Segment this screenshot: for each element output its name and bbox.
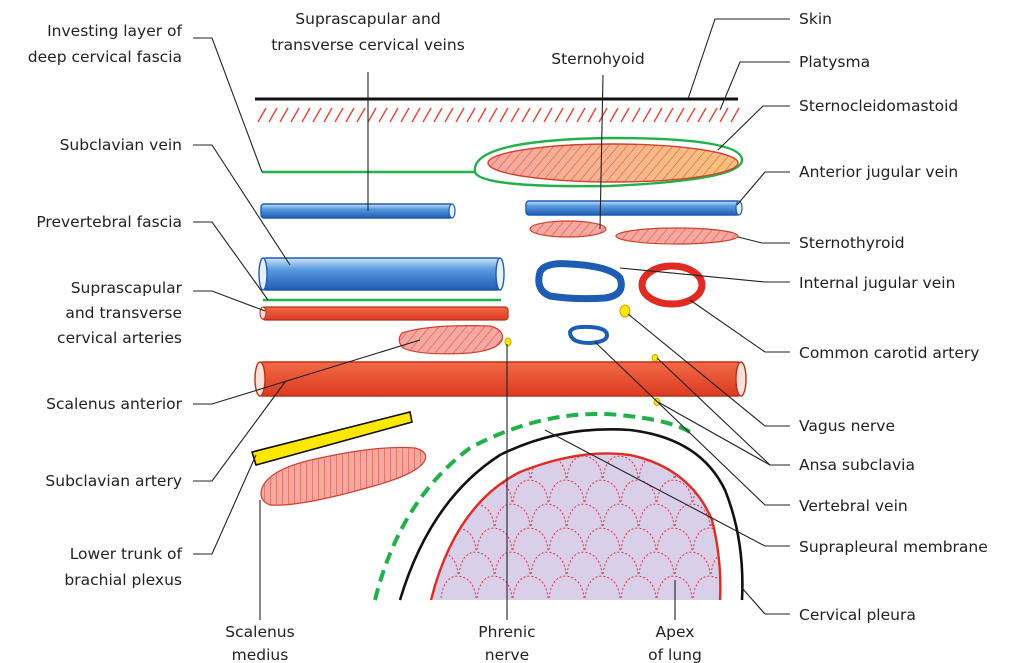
label-lower-trunk: Lower trunk of brachial plexus — [64, 545, 182, 589]
svg-text:Scalenus: Scalenus — [225, 623, 294, 641]
label-suprascapular-veins: Suprascapular and transverse cervical ve… — [271, 10, 465, 54]
label-ansa-subclavia: Ansa subclavia — [799, 456, 915, 474]
label-subclavian-vein: Subclavian vein — [60, 136, 182, 154]
sternocleidomastoid-hatch — [488, 144, 738, 182]
svg-text:deep cervical fascia: deep cervical fascia — [28, 48, 182, 66]
sternohyoid-muscle — [530, 221, 606, 237]
label-suprascapular-arteries: Suprascapular and transverse cervical ar… — [57, 279, 183, 347]
label-sternohyoid: Sternohyoid — [551, 50, 644, 68]
label-suprapleural-membrane: Suprapleural membrane — [799, 538, 988, 556]
scalenus-anterior-muscle — [399, 326, 502, 354]
platysma-layer — [258, 108, 739, 122]
label-internal-jugular-vein: Internal jugular vein — [799, 274, 955, 292]
svg-text:Suprascapular and: Suprascapular and — [295, 10, 440, 28]
label-apex-of-lung: Apex of lung — [648, 623, 702, 663]
suprascapular-veins — [261, 204, 455, 218]
internal-jugular-vein — [539, 264, 622, 299]
phrenic-nerve-dot — [505, 338, 511, 346]
svg-text:cervical arteries: cervical arteries — [57, 329, 182, 347]
svg-text:and transverse: and transverse — [65, 304, 182, 322]
svg-text:Lower trunk of: Lower trunk of — [70, 545, 183, 563]
label-vertebral-vein: Vertebral vein — [799, 497, 908, 515]
svg-text:Phrenic: Phrenic — [478, 623, 535, 641]
label-common-carotid-artery: Common carotid artery — [799, 344, 979, 362]
svg-text:of lung: of lung — [648, 646, 702, 663]
label-vagus-nerve: Vagus nerve — [799, 417, 895, 435]
label-phrenic-nerve: Phrenic nerve — [478, 623, 535, 663]
svg-text:nerve: nerve — [485, 646, 529, 663]
label-scalenus-medius: Scalenus medius — [225, 623, 294, 663]
label-sternocleidomastoid: Sternocleidomastoid — [799, 97, 958, 115]
subclavian-artery — [255, 362, 746, 396]
label-platysma: Platysma — [799, 53, 870, 71]
svg-text:transverse cervical veins: transverse cervical veins — [271, 36, 465, 54]
label-skin: Skin — [799, 10, 832, 28]
label-subclavian-artery: Subclavian artery — [45, 472, 182, 490]
label-investing-layer: Investing layer of deep cervical fascia — [28, 22, 183, 66]
svg-text:Suprascapular: Suprascapular — [71, 279, 183, 297]
label-prevertebral-fascia: Prevertebral fascia — [36, 213, 182, 231]
svg-text:Apex: Apex — [656, 623, 695, 641]
label-cervical-pleura: Cervical pleura — [799, 606, 916, 624]
svg-text:brachial plexus: brachial plexus — [64, 571, 182, 589]
anterior-jugular-vein — [526, 201, 742, 215]
svg-text:Investing layer of: Investing layer of — [47, 22, 182, 40]
label-anterior-jugular-vein: Anterior jugular vein — [799, 163, 958, 181]
vertebral-vein — [570, 327, 607, 343]
subclavian-vein — [259, 258, 504, 290]
suprascapular-arteries — [260, 307, 508, 320]
label-scalenus-anterior: Scalenus anterior — [46, 395, 182, 413]
label-sternothyroid: Sternothyroid — [799, 234, 905, 252]
sternothyroid-muscle — [616, 228, 738, 244]
common-carotid-artery — [642, 266, 702, 304]
vagus-nerve — [620, 305, 630, 317]
svg-text:medius: medius — [232, 646, 289, 663]
